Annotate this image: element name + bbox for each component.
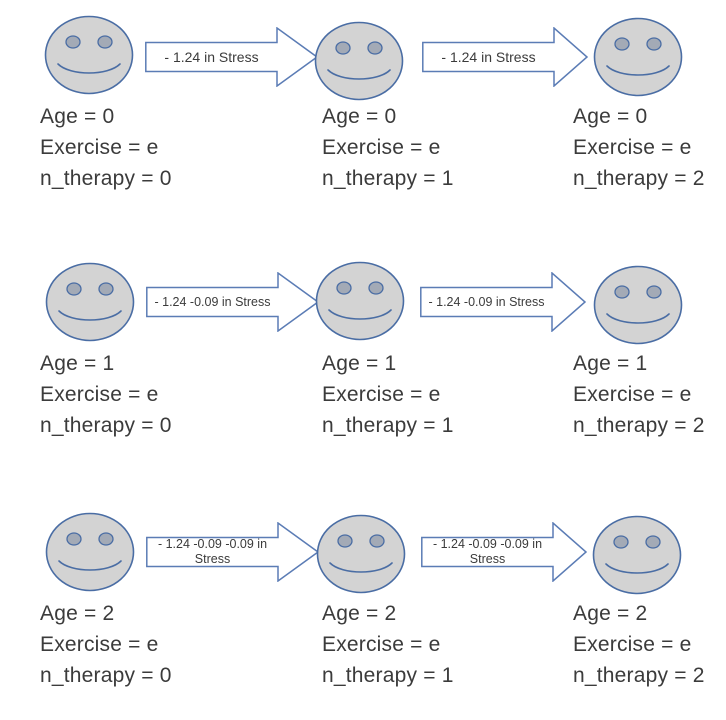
age-label: Age = 2 bbox=[40, 602, 115, 625]
n-therapy-label: n_therapy = 1 bbox=[322, 167, 454, 190]
n-therapy-label: n_therapy = 1 bbox=[322, 414, 454, 437]
state-node-labels: Age = 1 Exercise = e n_therapy = 2 bbox=[573, 348, 705, 441]
smiley-face-icon bbox=[45, 512, 135, 592]
smiley-face-icon bbox=[315, 261, 405, 341]
state-node-labels: Age = 2 Exercise = e n_therapy = 0 bbox=[40, 598, 172, 691]
age-label: Age = 1 bbox=[573, 352, 648, 375]
state-node-labels: Age = 1 Exercise = e n_therapy = 0 bbox=[40, 348, 172, 441]
exercise-label: Exercise = e bbox=[40, 633, 159, 656]
n-therapy-label: n_therapy = 1 bbox=[322, 664, 454, 687]
age-label: Age = 2 bbox=[573, 602, 648, 625]
state-node-labels: Age = 0 Exercise = e n_therapy = 1 bbox=[322, 101, 454, 194]
arrow-label: - 1.24 -0.09 in Stress bbox=[154, 295, 271, 309]
state-node-labels: Age = 0 Exercise = e n_therapy = 0 bbox=[40, 101, 172, 194]
exercise-label: Exercise = e bbox=[573, 383, 692, 406]
arrow-label: - 1.24 in Stress bbox=[164, 49, 259, 65]
smiley-face-icon bbox=[316, 514, 406, 594]
state-node-labels: Age = 2 Exercise = e n_therapy = 2 bbox=[573, 598, 705, 691]
smiley-face-icon bbox=[593, 265, 683, 345]
smiley-face-icon bbox=[45, 262, 135, 342]
exercise-label: Exercise = e bbox=[322, 383, 441, 406]
exercise-label: Exercise = e bbox=[573, 136, 692, 159]
age-label: Age = 0 bbox=[322, 105, 397, 128]
n-therapy-label: n_therapy = 2 bbox=[573, 664, 705, 687]
arrow-label: - 1.24 -0.09 -0.09 in Stress bbox=[157, 537, 268, 566]
n-therapy-label: n_therapy = 0 bbox=[40, 167, 172, 190]
exercise-label: Exercise = e bbox=[322, 633, 441, 656]
smiley-face-icon bbox=[44, 15, 134, 95]
age-label: Age = 0 bbox=[40, 105, 115, 128]
smiley-face-icon bbox=[592, 515, 682, 595]
age-label: Age = 1 bbox=[322, 352, 397, 375]
smiley-face-icon bbox=[314, 21, 404, 101]
arrow-label: - 1.24 -0.09 in Stress bbox=[428, 295, 545, 309]
arrow-label: - 1.24 -0.09 -0.09 in Stress bbox=[432, 537, 543, 566]
state-node-labels: Age = 0 Exercise = e n_therapy = 2 bbox=[573, 101, 705, 194]
exercise-label: Exercise = e bbox=[322, 136, 441, 159]
n-therapy-label: n_therapy = 0 bbox=[40, 664, 172, 687]
age-label: Age = 1 bbox=[40, 352, 115, 375]
state-node-labels: Age = 2 Exercise = e n_therapy = 1 bbox=[322, 598, 454, 691]
exercise-label: Exercise = e bbox=[573, 633, 692, 656]
n-therapy-label: n_therapy = 0 bbox=[40, 414, 172, 437]
age-label: Age = 2 bbox=[322, 602, 397, 625]
exercise-label: Exercise = e bbox=[40, 383, 159, 406]
exercise-label: Exercise = e bbox=[40, 136, 159, 159]
n-therapy-label: n_therapy = 2 bbox=[573, 414, 705, 437]
state-node-labels: Age = 1 Exercise = e n_therapy = 1 bbox=[322, 348, 454, 441]
arrow-label: - 1.24 in Stress bbox=[441, 49, 536, 65]
age-label: Age = 0 bbox=[573, 105, 648, 128]
n-therapy-label: n_therapy = 2 bbox=[573, 167, 705, 190]
smiley-face-icon bbox=[593, 17, 683, 97]
